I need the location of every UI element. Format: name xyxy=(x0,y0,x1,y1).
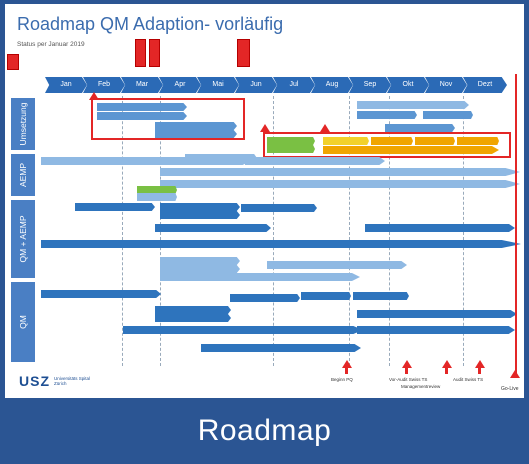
red-marker xyxy=(237,39,250,67)
milestone-arrow-icon xyxy=(342,360,352,368)
slide-title: Roadmap QM Adaption- vorläufig xyxy=(17,14,284,34)
task-bar xyxy=(41,157,251,165)
task-bar xyxy=(185,154,257,162)
task-bar xyxy=(155,306,231,314)
task-bar xyxy=(423,111,473,119)
task-bar xyxy=(323,137,369,145)
milestone-arrow-stem xyxy=(445,368,448,374)
task-bar xyxy=(415,137,455,145)
milestone-arrow-icon xyxy=(89,92,99,100)
row-label-umsetzung: Umsetzung xyxy=(11,98,35,150)
task-bar xyxy=(160,180,520,188)
task-bar xyxy=(357,326,515,334)
month-label: Aug xyxy=(311,77,353,93)
month-label: Mai xyxy=(197,77,239,93)
thumbnail-caption: Roadmap xyxy=(197,414,332,447)
row-label-qm: QM xyxy=(11,282,35,362)
task-bar xyxy=(357,111,417,119)
highlight-frame xyxy=(91,98,245,140)
slide-preview: Roadmap QM Adaption- vorläufig Status pe… xyxy=(5,4,524,398)
task-bar xyxy=(75,203,155,211)
row-label-aemp: AEMP xyxy=(11,154,35,196)
task-bar xyxy=(365,224,515,232)
task-bar xyxy=(41,240,521,248)
logo-abbrev: USZ xyxy=(19,373,50,389)
month-label: Dezt xyxy=(463,77,507,93)
task-bar xyxy=(137,193,177,201)
milestone-arrow-icon xyxy=(475,360,485,368)
task-bar xyxy=(155,314,231,322)
highlight-frame xyxy=(263,132,511,158)
task-bar xyxy=(267,137,315,145)
milestone-label: Vor-Audit Swiss TS xyxy=(389,377,428,382)
milestone-arrow-icon xyxy=(510,370,520,378)
milestone-label: Managementreview xyxy=(401,384,441,389)
task-bar xyxy=(353,292,409,300)
task-bar xyxy=(245,157,385,165)
month-label: Nov xyxy=(425,77,467,93)
grid-line xyxy=(122,96,123,366)
task-bar xyxy=(137,186,177,194)
milestone-label: Beginn PQ xyxy=(331,377,353,382)
task-bar xyxy=(357,101,469,109)
month-timeline: Jan Feb Mar Apr Mai Jun Jul Aug Sep Okt … xyxy=(45,77,507,93)
grid-line xyxy=(273,96,274,366)
red-marker xyxy=(135,39,146,67)
task-bar xyxy=(123,326,363,334)
task-bar xyxy=(155,122,237,130)
milestone-label: Audit Swiss TS xyxy=(453,377,484,382)
task-bar xyxy=(457,137,499,145)
month-label: Jul xyxy=(273,77,315,93)
task-bar xyxy=(160,257,240,265)
logo-text: Universitäts Spital Zürich xyxy=(54,376,91,386)
milestone-arrow-icon xyxy=(320,124,330,132)
task-bar xyxy=(97,103,187,111)
task-bar xyxy=(160,168,520,176)
go-live-line xyxy=(515,74,517,374)
task-bar xyxy=(160,211,240,219)
task-bar xyxy=(97,112,187,120)
task-bar xyxy=(267,261,407,269)
task-bar xyxy=(323,146,499,154)
task-bar xyxy=(201,344,361,352)
row-label-qm-aemp: QM + AEMP xyxy=(11,200,35,278)
milestone-arrow-icon xyxy=(402,360,412,368)
milestone-arrow-icon xyxy=(442,360,452,368)
task-bar xyxy=(241,204,317,212)
task-bar xyxy=(155,224,271,232)
task-bar xyxy=(155,130,237,138)
task-bar xyxy=(41,290,161,298)
month-label: Apr xyxy=(159,77,201,93)
milestone-arrow-stem xyxy=(345,368,348,374)
task-bar xyxy=(357,310,517,318)
task-bar xyxy=(371,137,413,145)
red-marker xyxy=(7,54,19,70)
month-label: Sep xyxy=(349,77,391,93)
month-label: Mar xyxy=(121,77,163,93)
milestone-label: Go-Live xyxy=(501,386,519,392)
task-bar xyxy=(160,203,240,211)
task-bar xyxy=(267,145,315,153)
grid-line xyxy=(349,96,350,366)
month-label: Feb xyxy=(83,77,125,93)
red-marker xyxy=(149,39,160,67)
month-label: Jan xyxy=(45,77,87,93)
slide-subtitle: Status per Januar 2019 xyxy=(17,41,85,48)
task-bar xyxy=(160,273,360,281)
task-bar xyxy=(385,124,455,132)
milestone-arrow-stem xyxy=(478,368,481,374)
task-bar xyxy=(160,265,240,273)
month-label: Okt xyxy=(387,77,429,93)
task-bar xyxy=(230,294,300,302)
month-label: Jun xyxy=(235,77,277,93)
task-bar xyxy=(301,292,351,300)
milestone-arrow-icon xyxy=(260,124,270,132)
milestone-arrow-stem xyxy=(405,368,408,374)
usz-logo: USZ Universitäts Spital Zürich xyxy=(19,373,94,389)
